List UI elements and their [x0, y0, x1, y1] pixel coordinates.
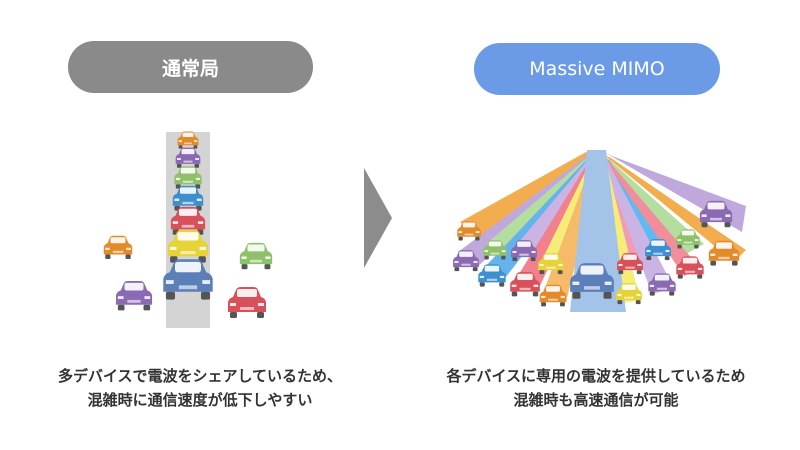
- massive-mimo-caption: 各デバイスに専用の電波を提供しているため 混雑時も高速通信が可能: [396, 364, 796, 412]
- normal-station-caption-line1: 多デバイスで電波をシェアしているため、: [57, 367, 343, 385]
- beam-orange-far-right: [603, 154, 746, 262]
- normal-station-caption-line2: 混雑時に通信速度が低下しやすい: [87, 391, 313, 409]
- massive-mimo-title-pill: Massive MIMO: [474, 43, 720, 95]
- normal-station-title: 通常局: [161, 57, 219, 80]
- beam-orange-far-left: [460, 152, 593, 238]
- beam-green-right: [603, 156, 704, 254]
- right-arrow-icon: [364, 168, 392, 268]
- beam-red-right: [602, 156, 700, 276]
- side-car-orange: [103, 235, 133, 259]
- massive-mimo-title: Massive MIMO: [529, 58, 665, 80]
- normal-station-caption: 多デバイスで電波をシェアしているため、 混雑時に通信速度が低下しやすい: [0, 364, 400, 412]
- side-car-red: [228, 287, 266, 318]
- massive-mimo-caption-line1: 各デバイスに専用の電波を提供しているため: [446, 367, 746, 385]
- side-car-green: [239, 242, 273, 270]
- massive-mimo-caption-line2: 混雑時も高速通信が可能: [513, 391, 679, 409]
- normal-station-title-pill: 通常局: [68, 41, 313, 93]
- beam-purple-right-near: [601, 156, 674, 294]
- side-car-purple: [115, 280, 153, 311]
